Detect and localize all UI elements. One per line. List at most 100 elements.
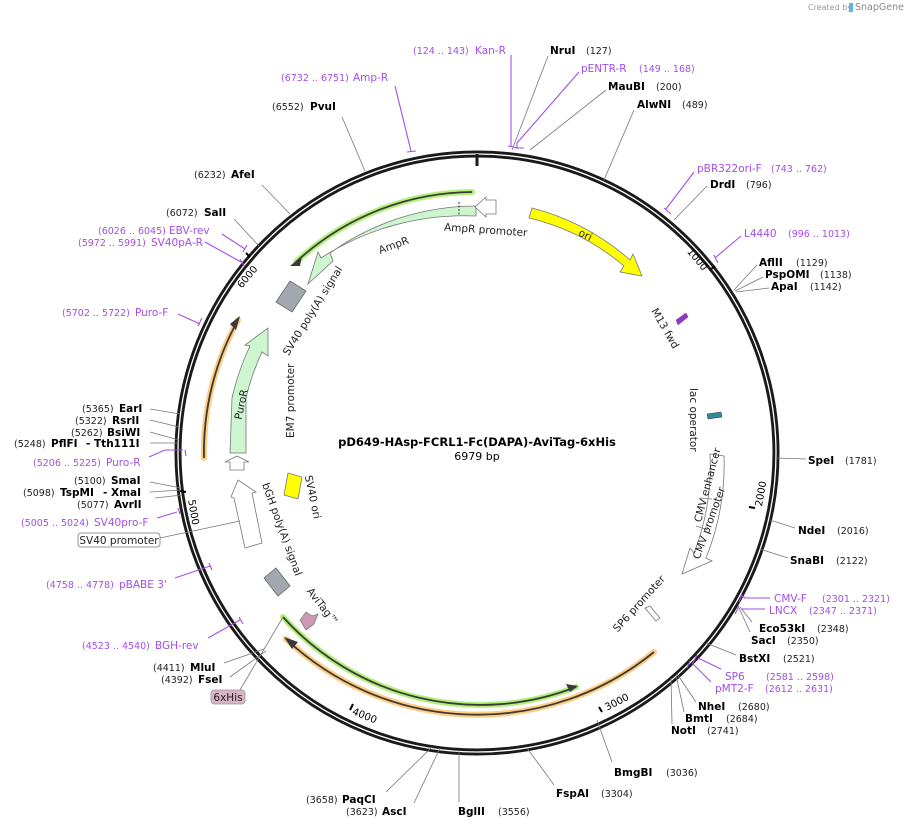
enzyme-avrii[interactable]: AvrII (5077) xyxy=(77,494,183,511)
enzyme-afei[interactable]: AfeI (6232) xyxy=(194,169,291,215)
enzyme-smai[interactable]: SmaI (5100) xyxy=(74,475,182,489)
enzyme-noti[interactable]: NotI (2741) xyxy=(670,677,739,737)
feature-lac-operator[interactable]: lac operator xyxy=(687,388,723,452)
primer-cmv-f[interactable]: CMV-F (2301 .. 2321) xyxy=(738,593,890,605)
svg-text:(2741): (2741) xyxy=(707,726,739,737)
svg-text:NotI: NotI xyxy=(671,725,696,737)
svg-text:(5972 .. 5991): (5972 .. 5991) xyxy=(78,238,146,249)
feature-label-sp6-promoter: SP6 promoter xyxy=(611,573,668,635)
orf-fcrl1-fc xyxy=(280,614,579,708)
primer-puro-f[interactable]: Puro-F (5702 .. 5722) xyxy=(62,307,203,327)
enzyme-aflii[interactable]: AflII (1129) xyxy=(733,257,828,291)
primer-pbabe3[interactable]: pBABE 3' (4758 .. 4778) xyxy=(46,562,213,591)
enzyme-rsrii[interactable]: RsrII (5322) xyxy=(75,415,180,428)
enzyme-bglii[interactable]: BglII (3556) xyxy=(458,750,530,818)
enzyme-bmgbi[interactable]: BmgBI (3036) xyxy=(596,719,698,779)
primer-amp-r[interactable]: Amp-R (6732 .. 6751) xyxy=(281,72,417,153)
svg-text:(149 .. 168): (149 .. 168) xyxy=(639,64,695,75)
primer-pmt2-f[interactable]: pMT2-F (2612 .. 2631) xyxy=(686,660,833,695)
enzyme-bmti[interactable]: BmtI (2684) xyxy=(675,674,758,725)
enzyme-tspmi-xmai[interactable]: TspMI - XmaI (5098) xyxy=(23,487,182,499)
svg-text:(5702 .. 5722): (5702 .. 5722) xyxy=(62,308,130,319)
svg-text:(200): (200) xyxy=(656,82,682,93)
svg-text:L4440: L4440 xyxy=(744,228,777,240)
svg-text:(2348): (2348) xyxy=(817,624,849,635)
svg-text:(4411): (4411) xyxy=(153,663,185,674)
svg-text:(1129): (1129) xyxy=(796,258,828,269)
enzyme-snabi[interactable]: SnaBI (2122) xyxy=(759,548,868,567)
primer-l4440[interactable]: L4440 (996 .. 1013) xyxy=(713,228,850,264)
feature-cmv-enhancer-promoter[interactable]: CMV enhancer CMV promoter xyxy=(681,446,728,575)
enzyme-drdi[interactable]: DrdI (796) xyxy=(673,179,772,221)
feature-label-m13-fwd: M13 fwd xyxy=(648,306,681,351)
feature-avitag[interactable]: AviTag™ xyxy=(299,586,340,631)
svg-text:PflFI: PflFI xyxy=(51,438,78,450)
svg-text:Eco53kI: Eco53kI xyxy=(759,623,805,635)
primer-pentr-r[interactable]: pENTR-R (149 .. 168) xyxy=(515,63,695,149)
enzyme-saci[interactable]: SacI (2350) xyxy=(738,607,819,647)
feature-sv40-ori[interactable]: SV40 ori xyxy=(283,472,323,520)
enzyme-fspai[interactable]: FspAI (3304) xyxy=(526,747,633,800)
svg-text:(5077): (5077) xyxy=(77,500,109,511)
sv40-promoter-label[interactable]: SV40 promoter xyxy=(77,520,241,548)
snapgene-credit: Created by SnapGene xyxy=(808,2,904,13)
svg-text:(5098): (5098) xyxy=(23,488,55,499)
feature-label-sv40-ori: SV40 ori xyxy=(302,474,323,520)
svg-text:(2612 .. 2631): (2612 .. 2631) xyxy=(765,684,833,695)
svg-text:pBR322ori-F: pBR322ori-F xyxy=(697,163,762,175)
feature-em7-promoter[interactable]: EM7 promoter xyxy=(224,363,297,471)
primer-bgh-rev[interactable]: BGH-rev (4523 .. 4540) xyxy=(82,616,244,652)
svg-text:(5365): (5365) xyxy=(82,404,114,415)
enzyme-apai[interactable]: ApaI (1142) xyxy=(735,281,842,293)
svg-text:FspAI: FspAI xyxy=(556,788,589,800)
enzyme-asci[interactable]: AscI (3623) xyxy=(346,747,441,818)
enzyme-sali[interactable]: SalI (6072) xyxy=(166,207,260,247)
svg-text:(3304): (3304) xyxy=(601,789,633,800)
enzyme-pspomi[interactable]: PspOMI (1138) xyxy=(734,269,852,292)
enzyme-alwni[interactable]: AlwNI (489) xyxy=(603,99,708,181)
svg-text:AlwNI: AlwNI xyxy=(637,99,671,111)
svg-text:AfeI: AfeI xyxy=(231,169,255,181)
enzyme-bstxi[interactable]: BstXI (2521) xyxy=(705,642,815,665)
primer-ebv-rev[interactable]: EBV-rev (6026 .. 6045) xyxy=(98,225,248,253)
enzyme-bsiwi[interactable]: BsiWI (5262) xyxy=(71,427,180,441)
primer-sv40pa-r[interactable]: SV40pA-R (5972 .. 5991) xyxy=(78,237,245,267)
svg-text:(996 .. 1013): (996 .. 1013) xyxy=(788,229,850,240)
enzyme-nhei[interactable]: NheI (2680) xyxy=(676,673,770,713)
svg-text:(3556): (3556) xyxy=(498,807,530,818)
enzyme-mlui[interactable]: MluI (4411) xyxy=(153,648,265,674)
svg-text:BmgBI: BmgBI xyxy=(614,767,652,779)
enzyme-nrui[interactable]: NruI (127) xyxy=(511,45,612,151)
enzyme-pflfi-tth111i[interactable]: PflFI - Tth111I (5248) xyxy=(14,438,179,450)
enzyme-maubi[interactable]: MauBI (200) xyxy=(529,81,682,151)
enzyme-ndei[interactable]: NdeI (2016) xyxy=(769,519,869,537)
tick-2000: 2000 xyxy=(754,480,769,507)
svg-text:LNCX: LNCX xyxy=(769,605,797,617)
feature-ori[interactable]: ori xyxy=(528,207,643,277)
primer-sv40pro-f[interactable]: SV40pro-F (5005 .. 5024) xyxy=(21,507,181,529)
svg-text:(2684): (2684) xyxy=(726,714,758,725)
primer-sp6[interactable]: SP6 (2581 .. 2598) xyxy=(692,654,834,683)
6xhis-label[interactable]: 6xHis xyxy=(210,616,284,705)
svg-text:(6026 .. 6045): (6026 .. 6045) xyxy=(98,226,166,237)
svg-text:(6552): (6552) xyxy=(272,102,304,113)
svg-text:BGH-rev: BGH-rev xyxy=(155,640,199,652)
feature-ampr-promoter[interactable]: AmpR promoter xyxy=(444,196,529,239)
primer-pbr322ori-f[interactable]: pBR322ori-F (743 .. 762) xyxy=(663,163,827,215)
svg-text:(2350): (2350) xyxy=(787,636,819,647)
feature-sp6-promoter[interactable]: SP6 promoter xyxy=(611,573,668,635)
enzyme-pvui[interactable]: PvuI (6552) xyxy=(272,101,366,172)
svg-text:(127): (127) xyxy=(586,46,612,57)
primer-lncx[interactable]: LNCX (2347 .. 2371) xyxy=(734,605,877,617)
feature-puror[interactable]: PuroR xyxy=(229,327,269,454)
enzyme-eari[interactable]: EarI (5365) xyxy=(82,403,181,415)
svg-text:(3623): (3623) xyxy=(346,807,378,818)
enzyme-spei[interactable]: SpeI (1781) xyxy=(775,455,877,467)
svg-text:(796): (796) xyxy=(746,180,772,191)
primer-kan-r[interactable]: Kan-R (124 .. 143) xyxy=(413,45,519,149)
enzyme-paqci[interactable]: PaqCI (3658) xyxy=(306,746,433,806)
feature-m13-fwd[interactable]: M13 fwd xyxy=(648,306,689,351)
svg-text:EarI: EarI xyxy=(119,403,142,415)
primer-puro-r[interactable]: Puro-R (5206 .. 5225) xyxy=(33,449,187,469)
orf-puror xyxy=(200,316,241,461)
